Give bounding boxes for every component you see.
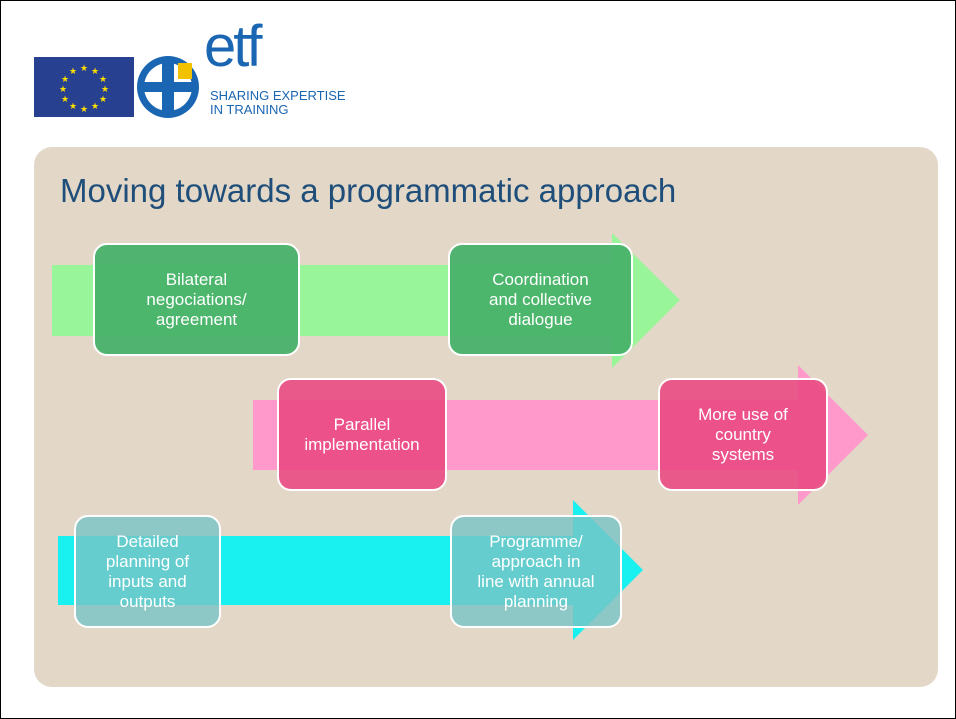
svg-text:★: ★ [69, 102, 77, 112]
step-label: Parallel implementation [304, 414, 420, 454]
step-coordination-dialogue: Coordination and collective dialogue [448, 243, 633, 356]
etf-tagline: SHARING EXPERTISE IN TRAINING [210, 88, 346, 117]
svg-text:★: ★ [69, 67, 77, 77]
step-label: Coordination and collective dialogue [488, 269, 592, 329]
eu-flag-icon: ★★★ ★★★ ★★★ ★★★ [34, 57, 134, 117]
step-programme-approach: Programme/ approach in line with annual … [450, 515, 622, 628]
svg-text:★: ★ [91, 67, 99, 77]
svg-text:★: ★ [80, 105, 88, 115]
svg-text:★: ★ [99, 75, 107, 85]
svg-text:★: ★ [91, 102, 99, 112]
svg-text:★: ★ [61, 95, 69, 105]
step-label: Programme/ approach in line with annual … [477, 531, 595, 611]
svg-text:★: ★ [61, 75, 69, 85]
step-detailed-planning: Detailed planning of inputs and outputs [74, 515, 221, 628]
svg-text:★: ★ [80, 64, 88, 74]
svg-text:★: ★ [99, 95, 107, 105]
step-parallel-implementation: Parallel implementation [277, 378, 447, 491]
etf-brand-text: etf [204, 14, 262, 79]
svg-text:★: ★ [59, 85, 67, 95]
etf-cross-icon [137, 56, 199, 118]
svg-text:★: ★ [101, 85, 109, 95]
step-country-systems: More use of country systems [658, 378, 828, 491]
etf-logo: ★★★ ★★★ ★★★ ★★★ etf SHARING EXPERTISE IN… [34, 14, 346, 124]
step-bilateral-negotiations: Bilateral negociations/ agreement [93, 243, 300, 356]
step-label: Bilateral negociations/ agreement [146, 269, 247, 329]
step-label: More use of country systems [698, 404, 788, 464]
step-label: Detailed planning of inputs and outputs [105, 531, 190, 611]
slide-title: Moving towards a programmatic approach [60, 172, 677, 209]
